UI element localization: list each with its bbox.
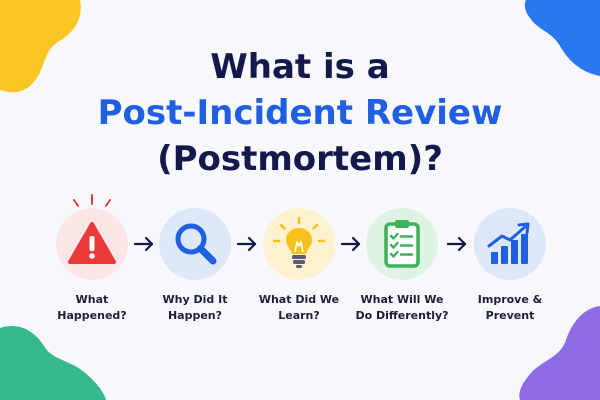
step-label-line: Happened? — [57, 309, 127, 322]
step-label-what-will-we-do-differently: What Will We Do Differently? — [342, 292, 462, 324]
magnifier-icon — [175, 223, 217, 265]
step-label-line: What — [75, 293, 109, 306]
title-line-1: What is a — [210, 47, 390, 87]
warning-icon — [68, 222, 116, 264]
step-label-line: What Did We — [258, 293, 340, 306]
step-label-line: Prevent — [485, 309, 535, 322]
step-label-what-happened: What Happened? — [32, 292, 152, 324]
step-label-why-did-it-happen: Why Did It Happen? — [135, 292, 255, 324]
step-label-improve-and-prevent: Improve & Prevent — [450, 292, 570, 324]
corner-blob-blue — [524, 0, 600, 76]
corner-blob-purple — [519, 306, 600, 400]
step-label-line: Why Did It — [162, 293, 228, 306]
step-what-happened — [56, 208, 128, 280]
arrow-right-icon — [133, 236, 154, 252]
corner-blob-yellow — [0, 0, 81, 93]
step-improve-and-prevent — [474, 208, 546, 280]
step-label-line: Happen? — [167, 309, 223, 322]
step-label-line: Do Differently? — [355, 309, 449, 322]
clipboard-checklist-icon — [384, 220, 420, 268]
step-why-did-it-happen — [159, 208, 231, 280]
arrow-right-icon — [236, 236, 257, 252]
corner-blob-green — [0, 326, 106, 400]
step-what-did-we-learn — [263, 208, 335, 280]
title-line-3: (Postmortem)? — [157, 139, 443, 179]
step-label-line: Learn? — [278, 309, 320, 322]
alert-sparks-icon — [73, 194, 111, 207]
step-what-will-we-do-differently — [366, 208, 438, 280]
arrow-right-icon — [446, 236, 467, 252]
step-label-line: What Will We — [360, 293, 444, 306]
lightbulb-icon — [272, 216, 326, 268]
growth-chart-icon — [487, 222, 530, 264]
title-line-2: Post-Incident Review — [97, 93, 503, 133]
arrow-right-icon — [340, 236, 361, 252]
step-label-line: Improve & — [477, 293, 543, 306]
step-label-what-did-we-learn: What Did We Learn? — [239, 292, 359, 324]
